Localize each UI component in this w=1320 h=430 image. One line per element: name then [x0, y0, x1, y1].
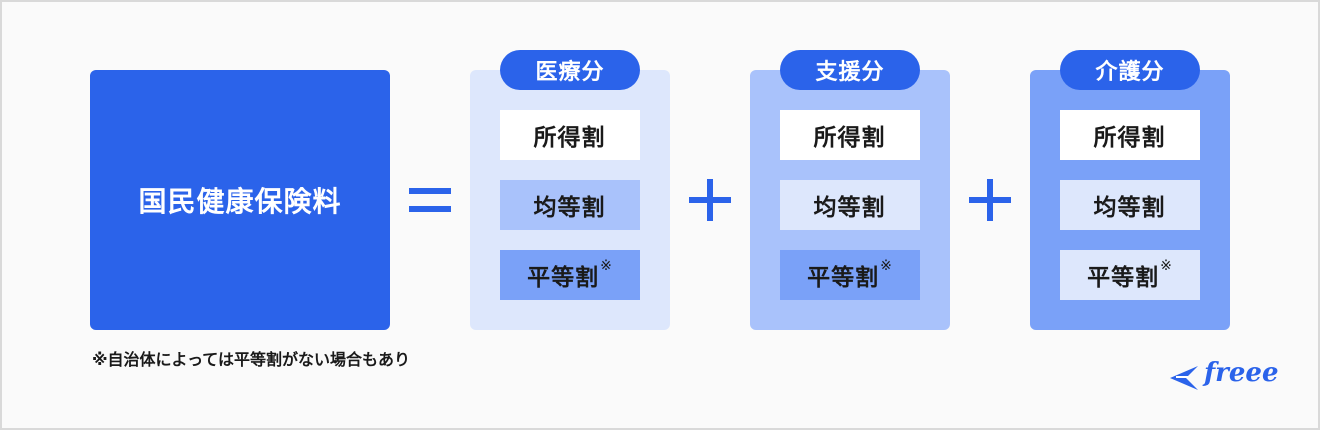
- item-label: 均等割: [1093, 195, 1166, 221]
- group-support: 支援分 所得割 均等割 平等割※: [750, 50, 950, 330]
- group-title: 支援分: [780, 50, 920, 90]
- item-per-capita: 均等割: [500, 180, 640, 230]
- item-label: 均等割: [533, 195, 606, 221]
- item-label: 平等割: [527, 265, 600, 291]
- item-per-household: 平等割※: [1060, 250, 1200, 300]
- item-note-mark: ※: [880, 258, 893, 274]
- group-medical: 医療分 所得割 均等割 平等割※: [470, 50, 670, 330]
- logo-text: freee: [1204, 358, 1279, 388]
- bird-icon: [1170, 366, 1198, 390]
- item-label: 所得割: [813, 125, 886, 151]
- item-per-capita: 均等割: [780, 180, 920, 230]
- total-premium-label: 国民健康保険料: [138, 185, 342, 218]
- plus-icon: [969, 179, 1011, 221]
- item-label: 平等割: [1087, 265, 1160, 291]
- total-premium-box: 国民健康保険料: [90, 70, 390, 330]
- item-income-based: 所得割: [500, 110, 640, 160]
- freee-logo: freee: [1168, 356, 1288, 396]
- footnote: ※自治体によっては平等割がない場合もあり: [92, 350, 410, 369]
- group-title: 介護分: [1060, 50, 1200, 90]
- item-note-mark: ※: [600, 258, 613, 274]
- group-title: 医療分: [500, 50, 640, 90]
- item-per-capita: 均等割: [1060, 180, 1200, 230]
- item-label: 所得割: [1093, 125, 1166, 151]
- group-care: 介護分 所得割 均等割 平等割※: [1030, 50, 1230, 330]
- item-note-mark: ※: [1160, 258, 1173, 274]
- item-income-based: 所得割: [1060, 110, 1200, 160]
- item-per-household: 平等割※: [500, 250, 640, 300]
- item-label: 均等割: [813, 195, 886, 221]
- item-income-based: 所得割: [780, 110, 920, 160]
- plus-icon: [689, 179, 731, 221]
- equals-icon: [409, 181, 451, 219]
- item-per-household: 平等割※: [780, 250, 920, 300]
- item-label: 所得割: [533, 125, 606, 151]
- item-label: 平等割: [807, 265, 880, 291]
